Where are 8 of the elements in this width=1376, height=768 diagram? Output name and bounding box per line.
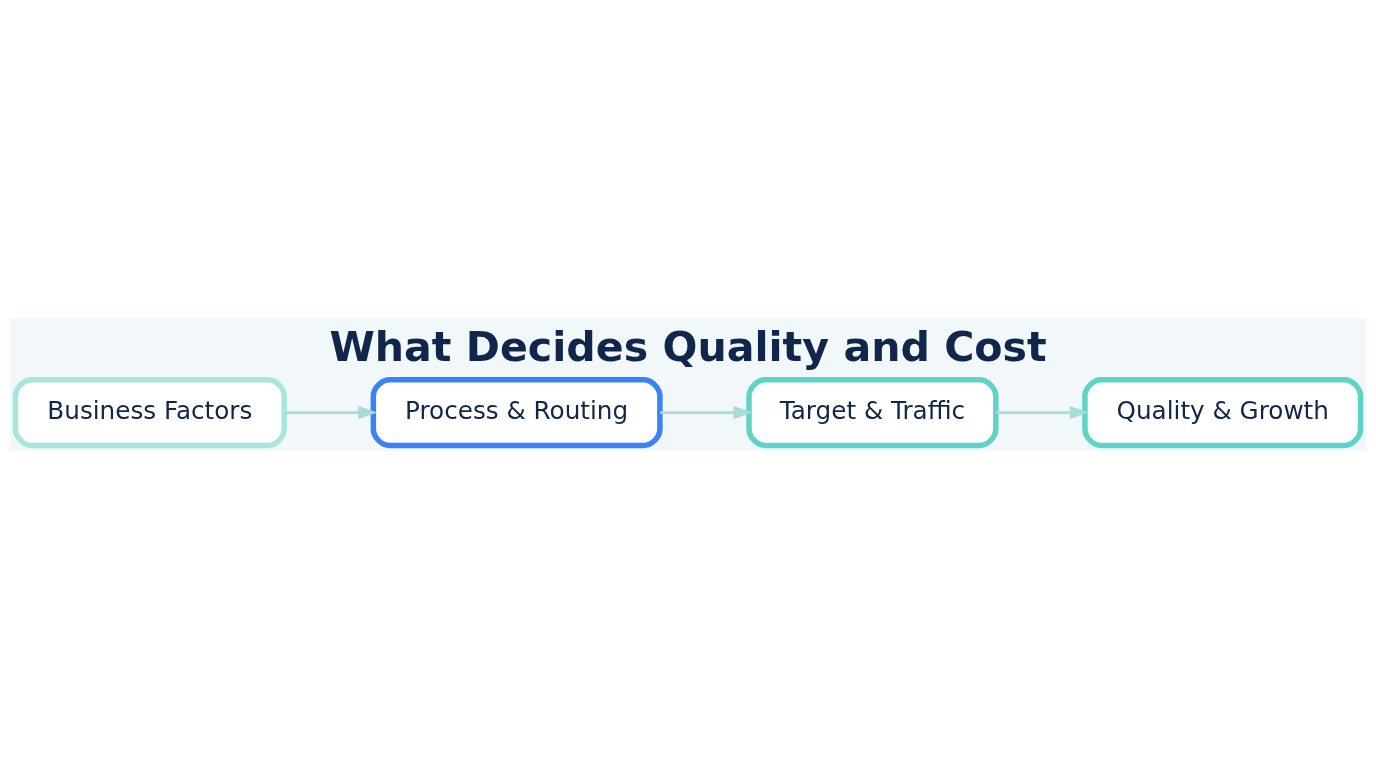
arrow xyxy=(995,405,1089,419)
node-box: Quality & Growth xyxy=(1082,376,1364,448)
arrow xyxy=(284,405,378,419)
node-box: Target & Traffic xyxy=(746,376,999,448)
node-box: Process & Routing xyxy=(370,376,663,448)
diagram-title: What Decides Quality and Cost xyxy=(329,322,1047,371)
node-box: Business Factors xyxy=(12,376,287,448)
arrow xyxy=(660,405,753,419)
